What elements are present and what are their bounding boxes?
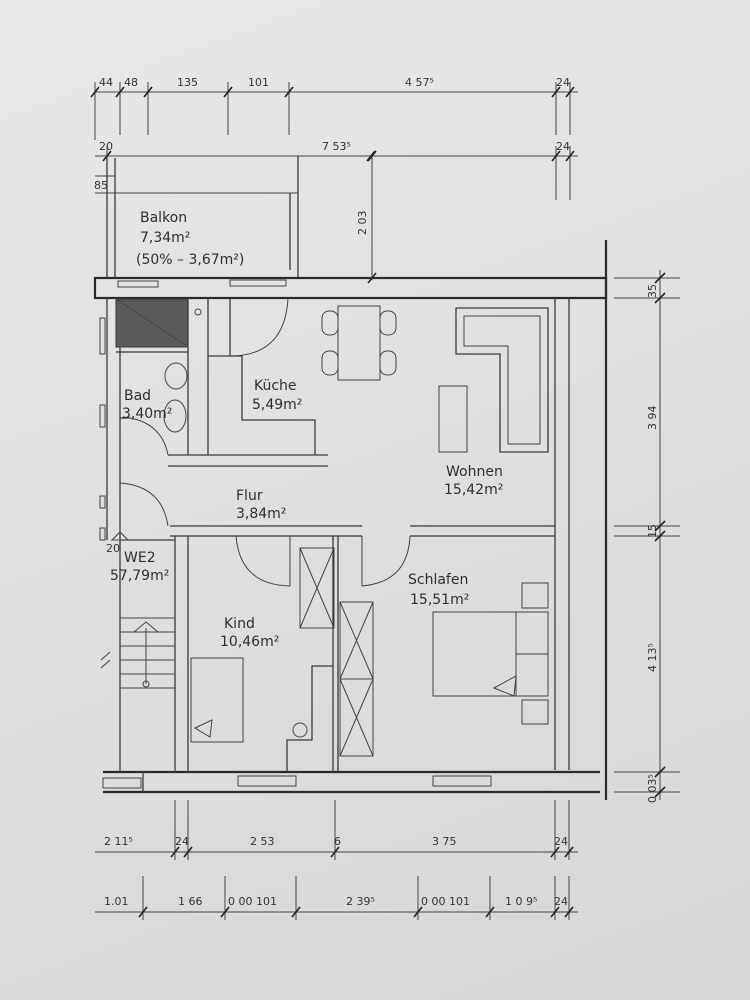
room-name-kueche: Küche — [254, 378, 297, 394]
stairs — [100, 531, 175, 689]
room-name-flur: Flur — [236, 488, 263, 504]
dim-000101-b: 0 00 101 — [421, 895, 470, 908]
room-name-kind: Kind — [224, 616, 255, 632]
kind-door-swing — [235, 535, 291, 587]
room-note-balkon: (50% – 3,67m²) — [136, 252, 244, 268]
dim-413: 4 13⁵ — [646, 643, 659, 672]
room-name-bad: Bad — [124, 388, 151, 404]
room-area-flur: 3,84m² — [236, 506, 286, 522]
kueche-door-swing — [229, 297, 289, 357]
unit-name-we2: WE2 — [124, 550, 156, 566]
double-bed — [432, 611, 517, 697]
room-area-wohnen: 15,42m² — [444, 482, 503, 498]
room-name-balkon: Balkon — [140, 210, 187, 226]
dim-20-left: 20 — [106, 542, 120, 555]
bad-door-swing — [129, 417, 169, 456]
room-area-bad: 3,40m² — [122, 406, 172, 422]
schlafen-door-swing — [361, 535, 411, 587]
entry-door-swing — [119, 482, 169, 527]
bottom-dimension-row-2: 1.01 1 66 0 00 101 2 39⁵ 0 00 101 1 0 9⁵… — [95, 876, 578, 920]
dim-457: 4 57⁵ — [405, 76, 434, 89]
balcony: 85 2 03 — [94, 150, 377, 284]
dim-24-bot2: 24 — [554, 895, 568, 908]
dim-2115: 2 11⁵ — [104, 835, 133, 848]
kitchen — [208, 297, 316, 455]
dim-24-top1: 24 — [556, 76, 570, 89]
coffee-table — [438, 385, 468, 453]
dim-101-a: 1.01 — [104, 895, 129, 908]
bottom-dimension-row-1: 2 11⁵ 24 2 53 6 3 75 24 — [95, 800, 578, 860]
dim-203: 2 03 — [356, 211, 369, 236]
room-area-balkon: 7,34m² — [140, 230, 190, 246]
dim-15: 15 — [646, 524, 659, 538]
room-area-schlafen: 15,51m² — [410, 592, 469, 608]
dim-48: 48 — [124, 76, 138, 89]
dim-7535: 7 53⁵ — [322, 140, 351, 153]
interior-walls — [119, 482, 555, 772]
dim-85: 85 — [94, 179, 108, 192]
dim-44: 44 — [99, 76, 113, 89]
dim-375: 3 75 — [432, 835, 457, 848]
dim-24-bot1a: 24 — [175, 835, 189, 848]
room-area-kueche: 5,49m² — [252, 397, 302, 413]
top-dimension-row-1: 44 48 135 101 4 57⁵ 24 — [90, 76, 578, 140]
entry-arrow-icon — [110, 531, 130, 541]
dining-table — [321, 305, 397, 381]
dim-253: 2 53 — [250, 835, 275, 848]
dim-20-top: 20 — [99, 140, 113, 153]
dim-24-bot1b: 24 — [554, 835, 568, 848]
dim-24-top2: 24 — [556, 140, 570, 153]
room-area-kind: 10,46m² — [220, 634, 279, 650]
beds — [190, 582, 549, 743]
dim-101: 101 — [248, 76, 269, 89]
room-labels: Balkon 7,34m² (50% – 3,67m²) Bad 3,40m² … — [106, 210, 503, 650]
room-name-wohnen: Wohnen — [446, 464, 503, 480]
single-bed — [190, 657, 244, 743]
sink-icon — [163, 399, 187, 433]
dim-000101-a: 0 00 101 — [228, 895, 277, 908]
wardrobes — [286, 547, 374, 772]
dim-0035: 0 03⁵ — [646, 774, 659, 803]
bathroom — [115, 298, 328, 467]
sofa — [438, 307, 549, 453]
unit-area-we2: 57,79m² — [110, 568, 169, 584]
top-dimension-row-2: 20 7 53⁵ 24 — [95, 140, 578, 200]
dim-135: 135 — [177, 76, 198, 89]
dim-2395: 2 39⁵ — [346, 895, 375, 908]
dim-6: 6 — [334, 835, 341, 848]
dim-1095: 1 0 9⁵ — [505, 895, 537, 908]
dim-166: 1 66 — [178, 895, 203, 908]
dim-35: 35 — [646, 284, 659, 298]
right-dimensions: 35 3 94 15 4 13⁵ 0 03⁵ — [614, 270, 680, 803]
dim-394: 3 94 — [646, 406, 659, 431]
toilet-icon — [164, 362, 188, 390]
room-name-schlafen: Schlafen — [408, 572, 468, 588]
